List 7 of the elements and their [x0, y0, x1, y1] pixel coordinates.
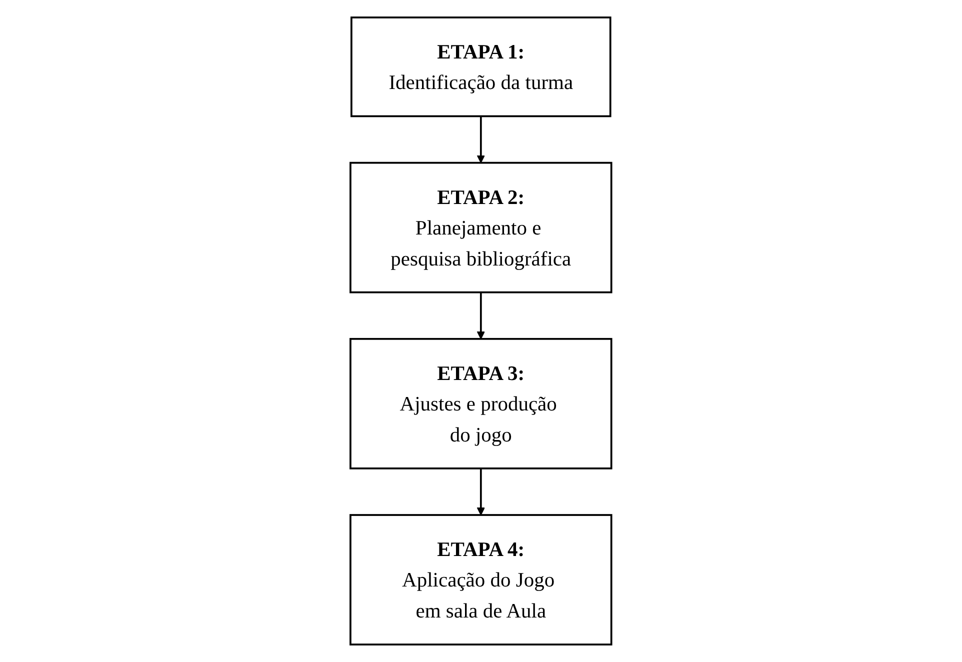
node-box: ETAPA 2: Planejamento e pesquisa bibliográfica	[350, 162, 612, 294]
node-box: ETAPA 3: Ajustes e produção do jogo	[350, 338, 612, 470]
node-box: ETAPA 4: Aplicação do Jogo em sala de Aula	[350, 514, 612, 646]
arrow	[476, 115, 486, 164]
arrow	[476, 468, 486, 516]
arrow	[476, 291, 486, 340]
node-box: ETAPA 1: Identificação da turma	[350, 16, 612, 118]
